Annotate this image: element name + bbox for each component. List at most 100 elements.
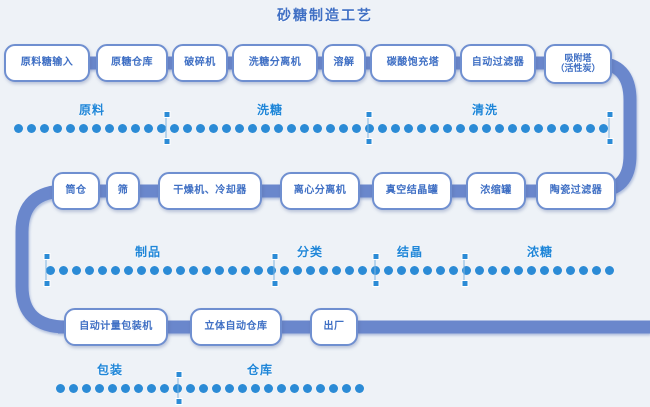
track-dot <box>449 266 458 275</box>
process-node[interactable]: 原糖仓库 <box>96 44 168 82</box>
process-node[interactable]: 干燥机、冷却器 <box>158 172 262 210</box>
track-dot <box>358 266 367 275</box>
segment-label: 仓库 <box>246 363 274 377</box>
track-dot <box>397 266 406 275</box>
track-dot <box>118 124 127 133</box>
track-dot <box>287 124 296 133</box>
track-dot <box>92 124 101 133</box>
track-dot <box>482 124 491 133</box>
track-dot <box>254 266 263 275</box>
segment-divider-handle[interactable] <box>365 111 373 145</box>
track-dot <box>566 266 575 275</box>
segment-label: 包装 <box>96 363 124 377</box>
track-dot <box>527 266 536 275</box>
track-dot <box>417 124 426 133</box>
segment-divider-handle[interactable] <box>43 253 51 287</box>
track-dot <box>410 266 419 275</box>
track-dot <box>277 384 286 393</box>
track-dot <box>540 266 549 275</box>
track-dot <box>573 124 582 133</box>
track-dot <box>222 124 231 133</box>
track-dot <box>212 384 221 393</box>
track-dot <box>462 266 471 275</box>
process-node[interactable]: 真空结晶罐 <box>372 172 452 210</box>
track-dot <box>430 124 439 133</box>
process-node[interactable]: 碳酸饱充塔 <box>370 44 456 82</box>
track-dot <box>326 124 335 133</box>
track-dot <box>274 124 283 133</box>
process-node[interactable]: 自动计量包装机 <box>64 308 168 346</box>
process-node[interactable]: 筛 <box>106 172 140 210</box>
process-node[interactable]: 原料糖输入 <box>4 44 90 82</box>
segment-divider-handle[interactable] <box>606 111 614 145</box>
process-node[interactable]: 浓缩罐 <box>466 172 526 210</box>
track-dot <box>79 124 88 133</box>
page-title: 砂糖制造工艺 <box>277 8 373 24</box>
segment-rail: 制品分类结晶浓糖 <box>43 245 616 287</box>
track-dot <box>264 384 273 393</box>
track-dot <box>105 124 114 133</box>
track-dot <box>46 266 55 275</box>
process-node[interactable]: 吸附塔（活性炭） <box>544 44 612 84</box>
segment-divider-handle[interactable] <box>271 253 279 287</box>
track-dot <box>293 266 302 275</box>
process-node[interactable]: 自动过滤器 <box>460 44 536 82</box>
track-dot <box>238 384 247 393</box>
process-node[interactable]: 筒仓 <box>52 172 100 210</box>
track-dot <box>508 124 517 133</box>
process-node[interactable]: 洗糖分离机 <box>232 44 318 82</box>
track-dot <box>147 384 156 393</box>
track-dot <box>186 384 195 393</box>
track-dot <box>319 266 328 275</box>
segment-label: 分类 <box>296 245 324 259</box>
dot-track <box>56 384 368 394</box>
track-dot <box>391 124 400 133</box>
process-node[interactable]: 陶瓷过滤器 <box>536 172 616 210</box>
track-dot <box>436 266 445 275</box>
track-dot <box>98 266 107 275</box>
track-dot <box>521 124 530 133</box>
track-dot <box>352 124 361 133</box>
track-dot <box>40 124 49 133</box>
track-dot <box>547 124 556 133</box>
process-node[interactable]: 立体自动仓库 <box>190 308 282 346</box>
track-dot <box>95 384 104 393</box>
track-dot <box>225 384 234 393</box>
track-dot <box>72 266 81 275</box>
track-dot <box>404 124 413 133</box>
track-dot <box>66 124 75 133</box>
track-dot <box>137 266 146 275</box>
track-dot <box>300 124 309 133</box>
track-dot <box>189 266 198 275</box>
segment-divider-handle[interactable] <box>163 111 171 145</box>
process-node[interactable]: 溶解 <box>322 44 366 82</box>
segment-divider-handle[interactable] <box>461 253 469 287</box>
track-dot <box>121 384 130 393</box>
segment-divider-handle[interactable] <box>372 253 380 287</box>
track-dot <box>443 124 452 133</box>
track-dot <box>313 124 322 133</box>
track-dot <box>215 266 224 275</box>
track-dot <box>501 266 510 275</box>
track-dot <box>241 266 250 275</box>
track-dot <box>199 384 208 393</box>
track-dot <box>534 124 543 133</box>
process-node[interactable]: 出厂 <box>310 308 358 346</box>
track-dot <box>475 266 484 275</box>
process-node[interactable]: 破碎机 <box>172 44 228 82</box>
track-dot <box>332 266 341 275</box>
track-dot <box>144 124 153 133</box>
track-dot <box>605 266 614 275</box>
segment-divider-handle[interactable] <box>175 371 183 405</box>
track-dot <box>345 266 354 275</box>
segment-rail: 包装 仓库 <box>56 363 368 405</box>
process-node[interactable]: 离心分离机 <box>280 172 360 210</box>
track-dot <box>157 124 166 133</box>
track-dot <box>495 124 504 133</box>
track-dot <box>384 266 393 275</box>
track-dot <box>202 266 211 275</box>
track-dot <box>69 384 78 393</box>
track-dot <box>251 384 260 393</box>
track-dot <box>290 384 299 393</box>
